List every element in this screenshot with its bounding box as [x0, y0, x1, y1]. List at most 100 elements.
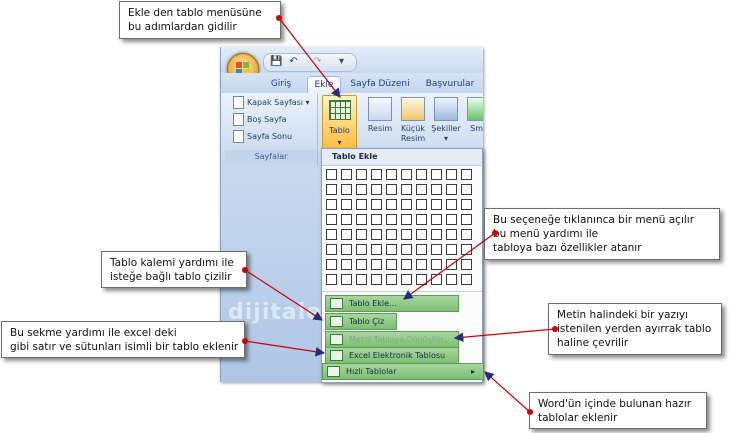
pages-group-label: Sayfalar: [225, 150, 317, 163]
grid-cell[interactable]: [356, 199, 367, 210]
grid-cell[interactable]: [401, 169, 412, 180]
grid-cell[interactable]: [401, 229, 412, 240]
page-break-button[interactable]: Sayfa Sonu: [233, 129, 292, 144]
grid-cell[interactable]: [386, 214, 397, 225]
grid-cell[interactable]: [386, 274, 397, 285]
grid-cell[interactable]: [401, 199, 412, 210]
menu-draw-table[interactable]: Tablo Çiz: [325, 313, 397, 330]
grid-cell[interactable]: [326, 169, 337, 180]
grid-cell[interactable]: [356, 274, 367, 285]
grid-cell[interactable]: [446, 214, 457, 225]
grid-cell[interactable]: [341, 184, 352, 195]
grid-cell[interactable]: [431, 259, 442, 270]
grid-cell[interactable]: [371, 229, 382, 240]
grid-cell[interactable]: [341, 274, 352, 285]
grid-cell[interactable]: [431, 184, 442, 195]
grid-cell[interactable]: [356, 214, 367, 225]
customize-qat-icon[interactable]: ▾: [338, 56, 345, 67]
grid-cell[interactable]: [356, 259, 367, 270]
grid-cell[interactable]: [461, 229, 472, 240]
grid-cell[interactable]: [446, 184, 457, 195]
grid-cell[interactable]: [401, 244, 412, 255]
grid-cell[interactable]: [416, 199, 427, 210]
grid-cell[interactable]: [371, 184, 382, 195]
table-size-grid[interactable]: [326, 169, 478, 287]
grid-cell[interactable]: [371, 259, 382, 270]
grid-cell[interactable]: [326, 214, 337, 225]
grid-cell[interactable]: [326, 199, 337, 210]
grid-cell[interactable]: [401, 214, 412, 225]
undo-icon[interactable]: ↶: [289, 56, 298, 67]
grid-cell[interactable]: [341, 199, 352, 210]
cover-page-button[interactable]: Kapak Sayfası ▾: [233, 95, 310, 110]
grid-cell[interactable]: [416, 274, 427, 285]
grid-cell[interactable]: [371, 199, 382, 210]
menu-insert-table[interactable]: Tablo Ekle...: [325, 295, 459, 312]
shapes-button[interactable]: Şekiller ▾: [431, 95, 461, 147]
grid-cell[interactable]: [386, 184, 397, 195]
grid-cell[interactable]: [461, 169, 472, 180]
grid-cell[interactable]: [431, 214, 442, 225]
table-icon: [329, 100, 351, 120]
grid-cell[interactable]: [326, 274, 337, 285]
grid-cell[interactable]: [401, 259, 412, 270]
grid-cell[interactable]: [431, 229, 442, 240]
grid-cell[interactable]: [401, 184, 412, 195]
grid-cell[interactable]: [431, 244, 442, 255]
grid-cell[interactable]: [371, 214, 382, 225]
grid-cell[interactable]: [446, 169, 457, 180]
grid-cell[interactable]: [386, 244, 397, 255]
grid-cell[interactable]: [371, 244, 382, 255]
grid-cell[interactable]: [431, 169, 442, 180]
grid-cell[interactable]: [341, 214, 352, 225]
tab-giris[interactable]: Giriş: [270, 79, 292, 89]
grid-cell[interactable]: [461, 199, 472, 210]
tab-sayfa-duzeni[interactable]: Sayfa Düzeni: [350, 79, 410, 89]
grid-cell[interactable]: [461, 259, 472, 270]
smartart-button[interactable]: Sma: [464, 95, 483, 147]
grid-cell[interactable]: [401, 274, 412, 285]
grid-cell[interactable]: [341, 169, 352, 180]
grid-cell[interactable]: [386, 199, 397, 210]
grid-cell[interactable]: [461, 184, 472, 195]
grid-cell[interactable]: [326, 229, 337, 240]
grid-cell[interactable]: [356, 229, 367, 240]
grid-cell[interactable]: [326, 259, 337, 270]
grid-cell[interactable]: [356, 184, 367, 195]
grid-cell[interactable]: [371, 274, 382, 285]
save-icon[interactable]: 💾: [270, 56, 283, 67]
grid-cell[interactable]: [416, 169, 427, 180]
page-break-icon: [233, 130, 244, 143]
grid-cell[interactable]: [341, 259, 352, 270]
blank-page-button[interactable]: Boş Sayfa: [233, 112, 287, 127]
grid-cell[interactable]: [446, 244, 457, 255]
grid-cell[interactable]: [431, 199, 442, 210]
grid-cell[interactable]: [416, 244, 427, 255]
grid-cell[interactable]: [446, 229, 457, 240]
callout-left-middle: Tablo kalemi yardımı ile isteğe bağlı ta…: [101, 251, 247, 288]
grid-cell[interactable]: [446, 274, 457, 285]
grid-cell[interactable]: [356, 244, 367, 255]
grid-cell[interactable]: [386, 259, 397, 270]
redo-icon[interactable]: ↷: [313, 56, 322, 67]
grid-cell[interactable]: [386, 229, 397, 240]
grid-cell[interactable]: [326, 244, 337, 255]
grid-cell[interactable]: [371, 169, 382, 180]
clip-art-button[interactable]: Küçük Resim: [398, 95, 428, 147]
grid-cell[interactable]: [461, 214, 472, 225]
grid-cell[interactable]: [341, 244, 352, 255]
grid-cell[interactable]: [416, 229, 427, 240]
grid-cell[interactable]: [386, 169, 397, 180]
grid-cell[interactable]: [446, 199, 457, 210]
picture-button[interactable]: Resim: [365, 95, 395, 147]
grid-cell[interactable]: [416, 259, 427, 270]
grid-cell[interactable]: [416, 184, 427, 195]
tab-basvurular[interactable]: Başvurular: [425, 79, 475, 89]
grid-cell[interactable]: [326, 184, 337, 195]
arrow-dot-top: [276, 15, 282, 21]
grid-cell[interactable]: [416, 214, 427, 225]
menu-quick-tables[interactable]: Hızlı Tablolar ▸: [322, 363, 484, 380]
grid-cell[interactable]: [341, 229, 352, 240]
grid-cell[interactable]: [461, 274, 472, 285]
grid-cell[interactable]: [356, 169, 367, 180]
